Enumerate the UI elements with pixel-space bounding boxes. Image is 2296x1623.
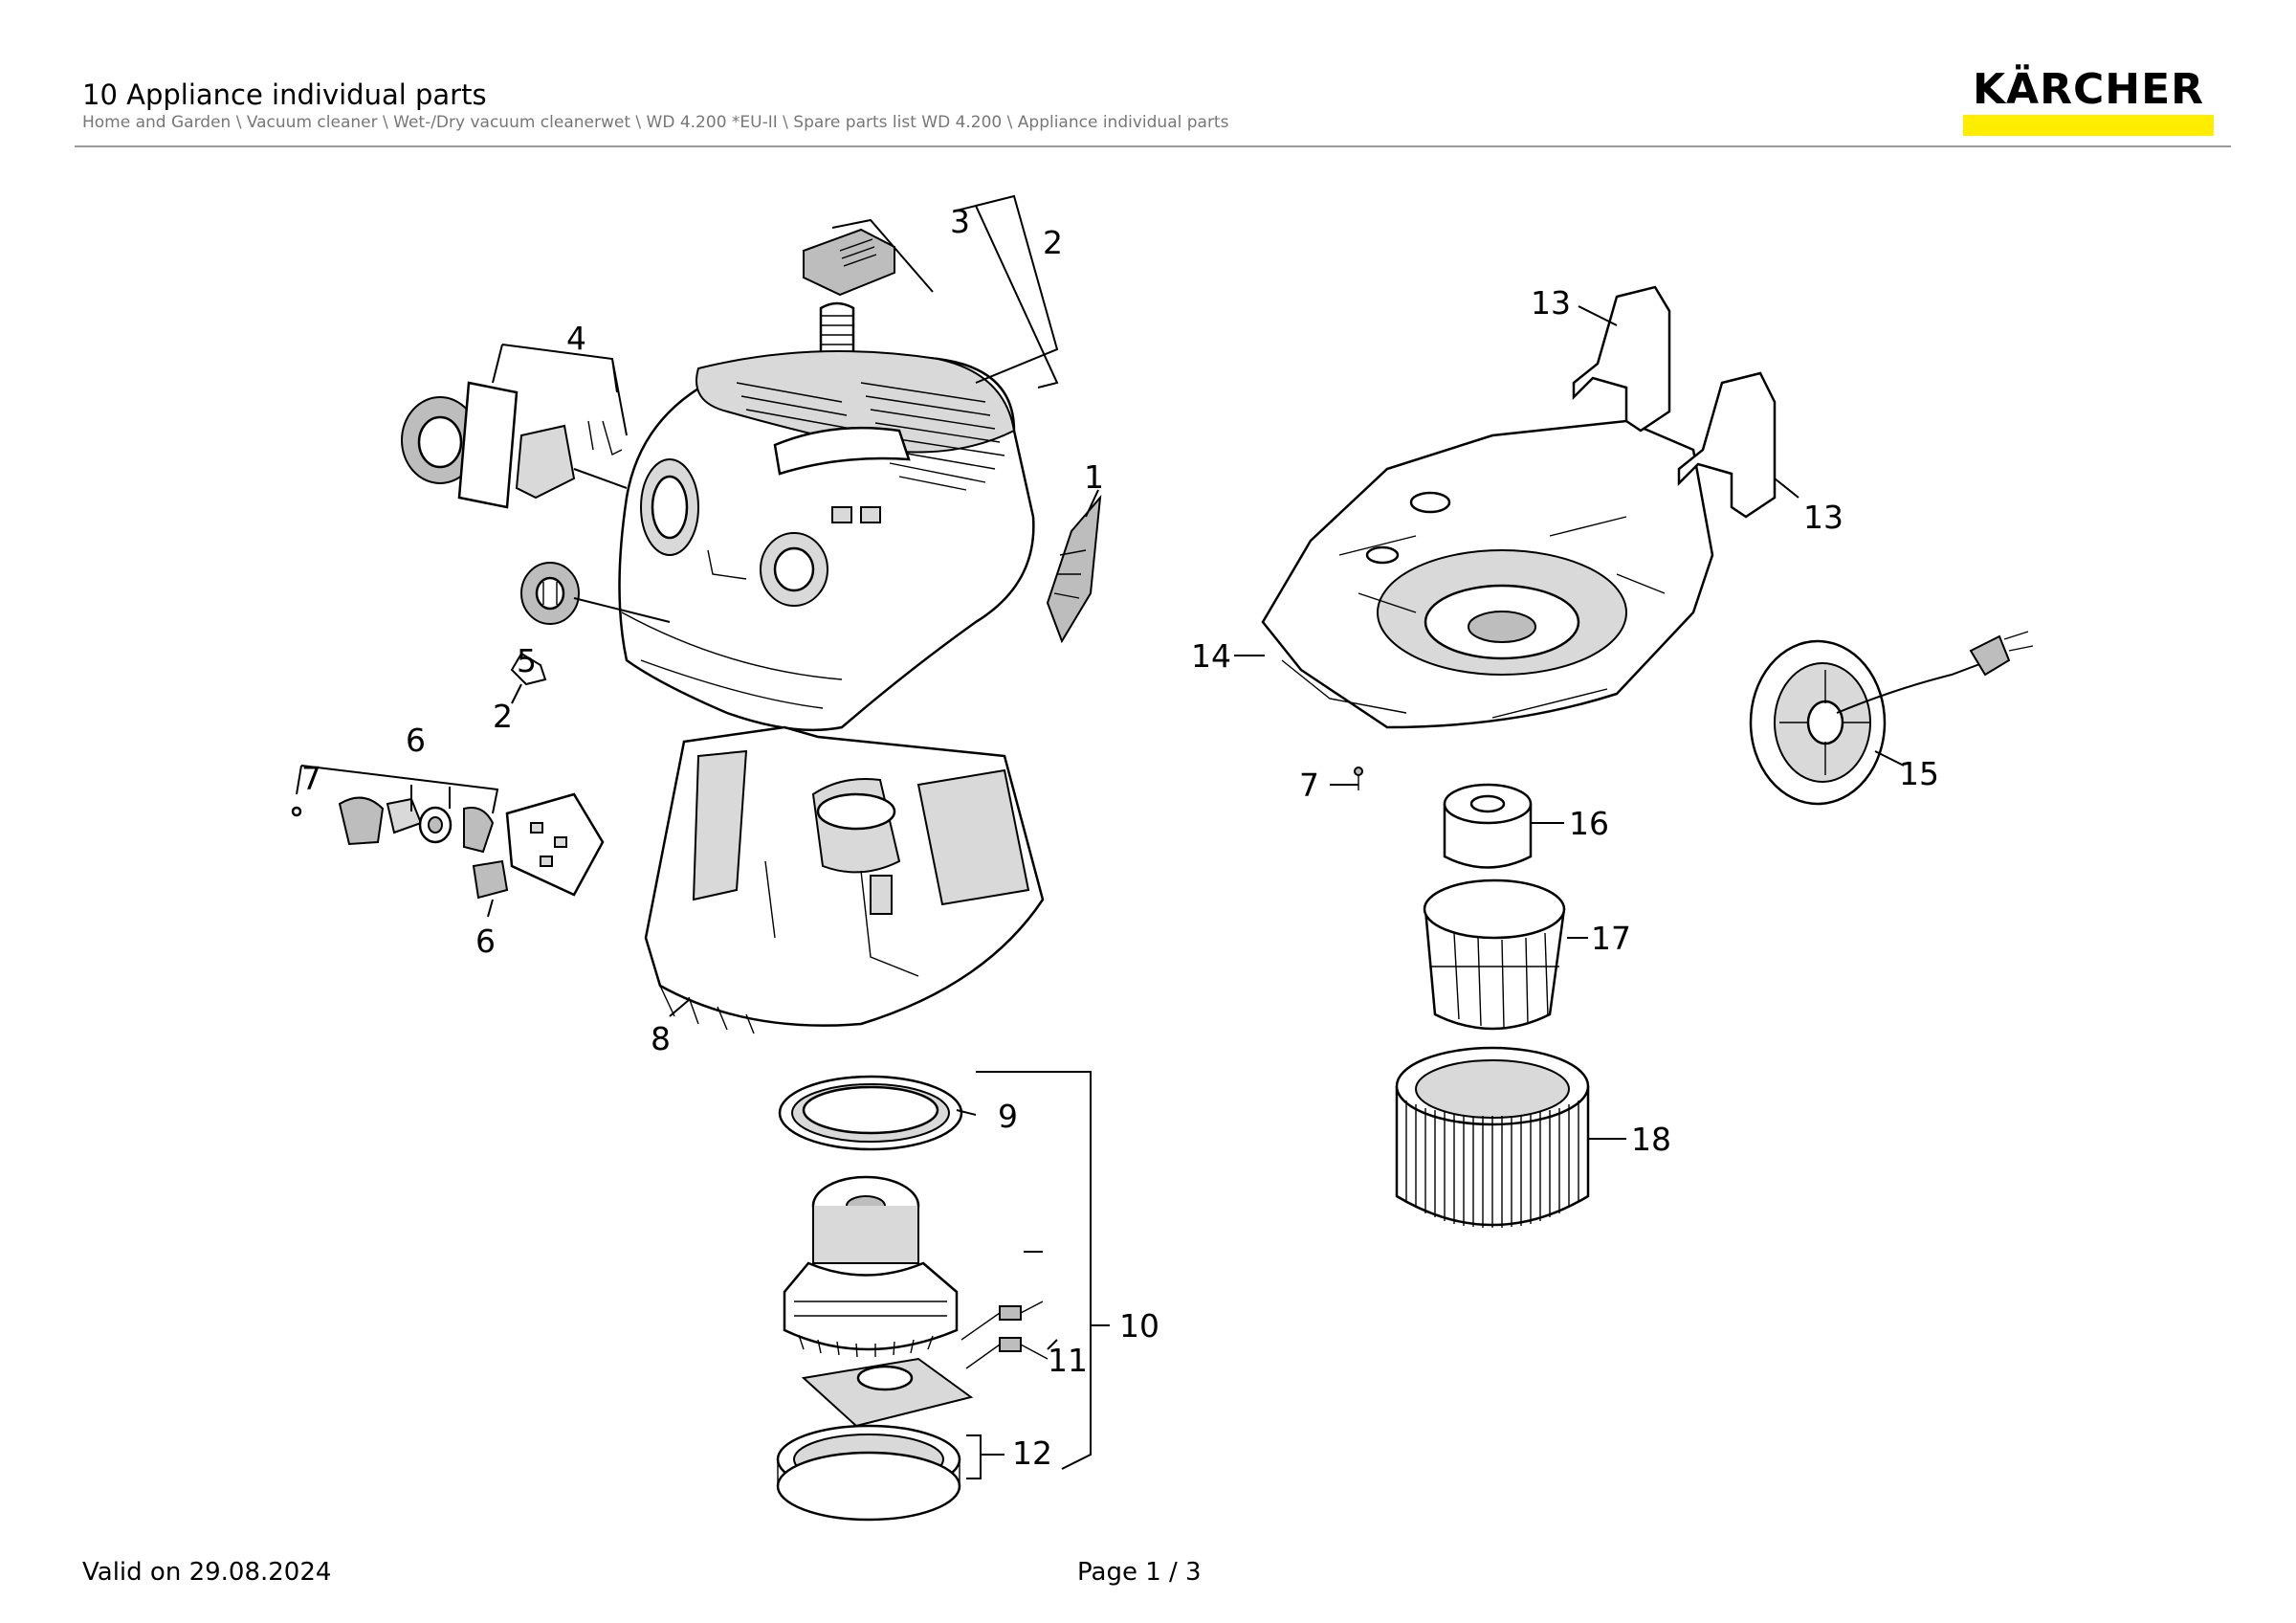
part-15-cable-reel	[1749, 631, 2034, 806]
callout-13-right: 13	[1803, 499, 1843, 536]
part-4-switch	[401, 381, 623, 509]
callout-14: 14	[1191, 637, 1231, 675]
breadcrumb: Home and Garden \ Vacuum cleaner \ Wet-/…	[82, 113, 1229, 132]
part-14-lid	[1261, 419, 1714, 729]
part-17-basket	[1423, 878, 1566, 1031]
callout-11: 11	[1048, 1342, 1088, 1379]
callout-1: 1	[1084, 458, 1104, 496]
page-number: Page 1 / 3	[1077, 1558, 1202, 1587]
page-title: 10 Appliance individual parts	[82, 78, 487, 111]
part-12-filter-ring	[776, 1357, 974, 1522]
part-11-brushes	[960, 1301, 1049, 1369]
part-5-knob	[520, 562, 580, 625]
callout-18: 18	[1631, 1121, 1671, 1158]
callout-2-bottom: 2	[493, 698, 513, 735]
callout-9: 9	[998, 1098, 1018, 1135]
callout-7-left: 7	[301, 760, 321, 797]
callout-2-top: 2	[1043, 224, 1063, 261]
callout-16: 16	[1569, 805, 1609, 842]
callout-7-right: 7	[1299, 767, 1319, 804]
callout-5: 5	[517, 642, 537, 679]
part-3-cap	[803, 228, 895, 359]
brand-logo-text: KÄRCHER	[1972, 65, 2205, 114]
part-2-top-housing	[618, 350, 1035, 732]
part-18-cartridge	[1395, 1046, 1590, 1228]
callout-17: 17	[1591, 920, 1631, 957]
callout-labels: 1 2 2 3 4 5 6 6 7 7 8 9 10 11 12 13 13 1…	[301, 203, 1939, 1472]
callout-15: 15	[1899, 755, 1939, 792]
callout-4: 4	[566, 320, 586, 357]
callout-8: 8	[651, 1020, 671, 1057]
part-13-hooks	[1572, 285, 1777, 519]
brand-logo-bar	[1963, 115, 2214, 136]
callout-3: 3	[950, 203, 970, 240]
callout-10: 10	[1119, 1307, 1159, 1345]
callout-6-bottom: 6	[475, 923, 496, 960]
brand-logo: KÄRCHER	[1963, 67, 2214, 136]
part-16-foam	[1443, 783, 1533, 869]
part-7-screw	[1354, 767, 1363, 790]
part-1-clip	[1046, 494, 1102, 644]
callout-12: 12	[1012, 1434, 1052, 1472]
callout-6-top: 6	[406, 722, 426, 759]
part-10-motor	[783, 1175, 959, 1358]
part-6-terminals	[291, 792, 605, 900]
part-8-motor-housing	[644, 725, 1045, 1034]
callout-13-top: 13	[1531, 284, 1571, 322]
leader-lines	[296, 194, 1905, 1479]
valid-date: Valid on 29.08.2024	[82, 1558, 332, 1587]
part-9-seal	[778, 1075, 963, 1151]
header-divider	[75, 145, 2231, 147]
